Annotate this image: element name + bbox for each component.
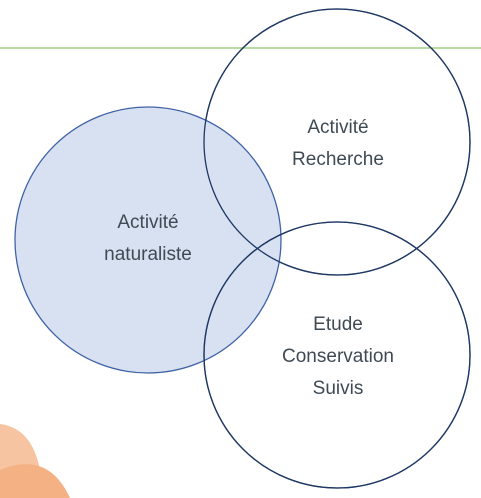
label-conservation-line-2: Conservation (282, 346, 394, 367)
label-naturaliste-line-1: Activité (117, 212, 178, 233)
circle-recherche-outline (203, 8, 471, 276)
label-recherche-line-1: Activité (307, 117, 368, 138)
label-naturaliste: Activité naturaliste (104, 212, 192, 265)
circle-conservation-outline (203, 221, 471, 489)
label-recherche: Activité Recherche (292, 117, 384, 170)
corner-decor-icon (0, 424, 70, 498)
label-recherche-line-2: Recherche (292, 149, 384, 170)
label-naturaliste-line-2: naturaliste (104, 244, 192, 265)
label-conservation: Etude Conservation Suivis (282, 314, 394, 399)
label-conservation-line-3: Suivis (313, 378, 364, 399)
circle-naturaliste (14, 106, 282, 374)
label-conservation-line-1: Etude (313, 314, 363, 335)
